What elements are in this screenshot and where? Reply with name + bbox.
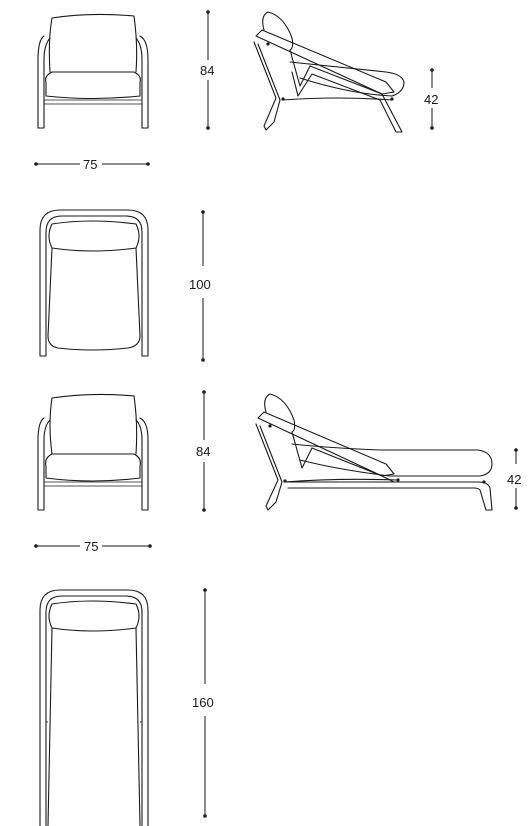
chaise-side-view — [255, 393, 493, 511]
armchair-top-view — [39, 209, 149, 357]
armchair-top-depth-dimension: 100 — [189, 210, 211, 362]
dim-label-armchair-depth: 100 — [189, 277, 211, 292]
armchair-front-height-dimension: 84 — [200, 10, 214, 130]
dim-label-armchair-width: 75 — [83, 157, 97, 172]
dim-label-armchair-seat-height: 42 — [424, 92, 438, 107]
chaise-front-height-dimension: 84 — [196, 390, 210, 512]
chaise-front-view — [37, 393, 149, 511]
chaise-side-seat-height-dimension: 42 — [507, 448, 521, 510]
dim-label-chaise-width: 75 — [84, 539, 98, 554]
chaise-top-depth-dimension: 160 — [192, 588, 214, 818]
armchair-front-view — [37, 13, 149, 129]
chaise-width-dimension: 75 — [34, 539, 152, 554]
armchair-side-view — [253, 11, 405, 133]
chaise-top-view — [39, 589, 149, 826]
dim-label-chaise-depth: 160 — [192, 695, 214, 710]
dim-label-armchair-front-height: 84 — [200, 63, 214, 78]
dim-label-chaise-front-height: 84 — [196, 444, 210, 459]
armchair-width-dimension: 75 — [34, 157, 150, 172]
dim-label-chaise-seat-height: 42 — [507, 472, 521, 487]
armchair-side-seat-height-dimension: 42 — [424, 68, 438, 130]
